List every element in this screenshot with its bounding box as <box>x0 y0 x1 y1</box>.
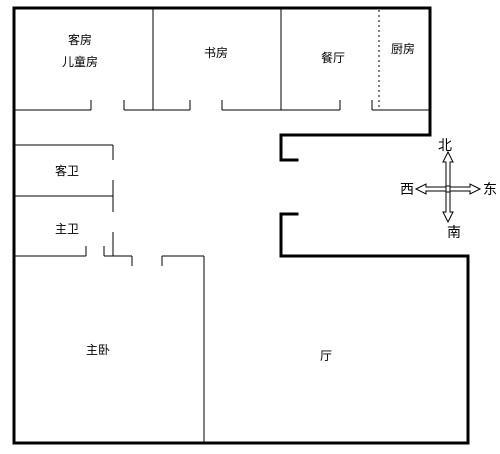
room-label-guest-bath: 客卫 <box>55 163 79 178</box>
south-arrow-icon <box>442 191 454 224</box>
compass-rose: 北 南 西 东 <box>400 138 497 241</box>
compass-south-label: 南 <box>447 225 461 241</box>
room-label-dining: 餐厅 <box>321 50 345 65</box>
compass-west-label: 西 <box>400 182 414 198</box>
compass-north-label: 北 <box>438 138 452 154</box>
room-label-living-room: 厅 <box>320 349 332 363</box>
room-label-children-room: 儿童房 <box>62 54 98 69</box>
exterior-walls <box>12 6 470 445</box>
room-labels: 客房 儿童房 书房 餐厅 厨房 客卫 主卫 主卧 厅 <box>55 32 415 363</box>
interior-walls <box>14 8 430 443</box>
east-arrow-icon <box>449 183 482 195</box>
room-label-master-bedroom: 主卧 <box>86 343 110 357</box>
room-label-master-bath: 主卫 <box>55 222 79 236</box>
room-label-kitchen: 厨房 <box>391 41 415 56</box>
room-label-study: 书房 <box>204 45 228 60</box>
room-label-guest-room: 客房 <box>68 32 92 47</box>
north-arrow-icon <box>442 150 454 187</box>
west-arrow-icon <box>414 183 447 195</box>
compass-east-label: 东 <box>483 182 497 198</box>
